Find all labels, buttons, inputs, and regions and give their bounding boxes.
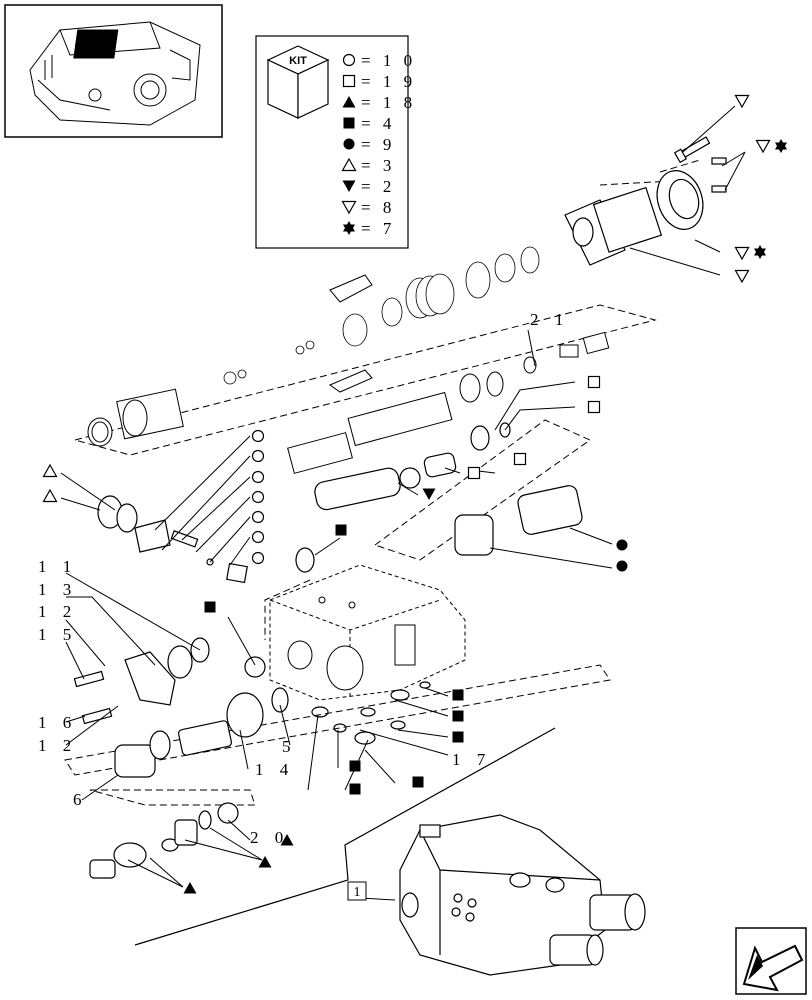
callout-20: 2 0: [250, 828, 289, 847]
callout-12a: 1 2: [38, 602, 77, 621]
thumbnail-valve-illustration: [29, 21, 201, 126]
callout-11: 1 1: [38, 557, 77, 576]
bolt: [673, 136, 711, 164]
kit-legend-entry: = 8: [341, 198, 395, 217]
o-rings: [244, 656, 431, 745]
assembled-valve: [399, 814, 646, 976]
lower-left-parts: [73, 637, 289, 879]
square-filled-icon: [343, 117, 355, 129]
outline-spool-group: [73, 304, 657, 456]
kit-legend-value: = 1 8: [361, 93, 416, 112]
cover-cylinder: [564, 136, 727, 266]
callout-5: 5: [282, 737, 297, 756]
kit-legend-value: = 4: [361, 114, 395, 133]
middle-parts: [97, 422, 583, 584]
kit-legend-entry: = 4: [343, 114, 395, 133]
arrow-back-icon[interactable]: [735, 927, 807, 995]
upper-spool-assembly: [87, 246, 610, 474]
circle-filled-icon: [343, 138, 355, 150]
subassembly-outlines: [64, 159, 701, 806]
callout-16: 1 6: [38, 713, 77, 732]
reference-box: 1: [347, 881, 367, 901]
kit-cube-icon: [266, 45, 330, 119]
kit-legend-entries: = 1 0 = 1 9 = 1 8 = 4 = 9 = 3 = 2 = 8 = 7: [341, 51, 416, 238]
kit-legend-entry: = 1 9: [342, 72, 416, 91]
callout-21: 2 1: [530, 310, 569, 329]
kit-legend-value: = 8: [361, 198, 395, 217]
section-break-line: [134, 727, 556, 946]
kit-legend-entry: = 7: [343, 219, 395, 238]
kit-legend: KIT = 1 0 = 1 9 = 1 8 = 4 = 9 = 3 = 2 = 8 = 7: [255, 35, 416, 249]
callout-14: 1 4: [255, 760, 294, 779]
kit-legend-entry: = 1 0: [342, 51, 416, 70]
kit-legend-value: = 9: [361, 135, 395, 154]
kit-legend-entry: = 1 8: [342, 93, 416, 112]
kit-legend-value: = 1 0: [361, 51, 416, 70]
circle-open-icon: [342, 53, 356, 67]
kit-label: KIT: [289, 55, 307, 67]
callout-17: 1 7: [452, 750, 491, 769]
valve-body: [269, 564, 466, 701]
callout-6: 6: [73, 790, 88, 809]
leader-lines: [60, 105, 746, 901]
callout-13: 1 3: [38, 580, 77, 599]
square-open-icon: [342, 74, 356, 88]
callout-15: 1 5: [38, 625, 77, 644]
thumbnail-frame: [4, 4, 223, 138]
kit-legend-value: = 2: [361, 177, 395, 196]
kit-legend-value: = 1 9: [361, 72, 416, 91]
kit-legend-entry: = 9: [343, 135, 395, 154]
kit-legend-value: = 3: [361, 156, 395, 175]
kit-legend-entry: = 3: [341, 156, 395, 175]
callout-12b: 1 2: [38, 736, 77, 755]
reference-box-number: 1: [354, 885, 361, 900]
callout-labels: 2 1 1 1 1 3 1 2 1 5 1 6 1 2 1 4 5 6 1 7 …: [38, 310, 569, 847]
kit-legend-value: = 7: [361, 219, 395, 238]
kit-legend-entry: = 2: [342, 177, 395, 196]
